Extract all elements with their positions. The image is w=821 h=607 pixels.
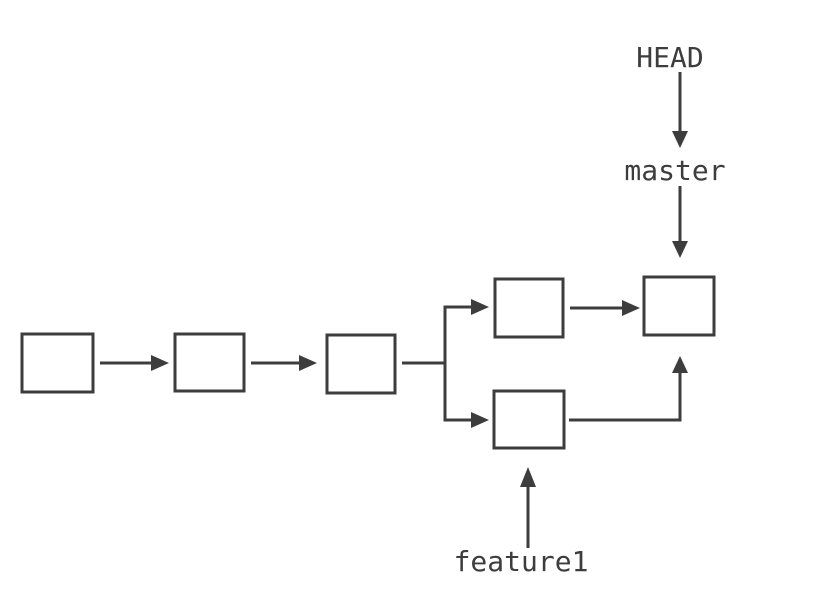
- commit-box-4-master-branch: [493, 277, 565, 339]
- commit-box-1: [20, 332, 95, 394]
- commit-box-6-merge: [642, 275, 716, 337]
- edge-branch-to-commit5-arrowhead-icon: [471, 412, 489, 428]
- edge-commit2-commit3-arrowhead-icon: [299, 355, 317, 371]
- edge-commit5-merge-elbow-line: [569, 373, 682, 422]
- edge-commit1-commit2-arrowhead-icon: [151, 355, 169, 371]
- commit-box-3: [325, 333, 397, 395]
- edge-commit5-merge-arrowhead-icon: [672, 356, 688, 373]
- branch-split-bracket-line: [443, 305, 471, 422]
- commit-box-2: [173, 332, 246, 393]
- edge-commit4-merge-arrowhead-icon: [622, 300, 640, 316]
- edge-head-master-arrowhead-icon: [672, 131, 688, 148]
- edge-feature1-commit5-arrowhead-icon: [520, 467, 536, 487]
- edge-master-commit6-arrowhead-icon: [672, 241, 688, 258]
- feature1-branch-label: feature1: [454, 545, 589, 578]
- head-ref-label: HEAD: [636, 41, 703, 74]
- master-branch-label: master: [624, 154, 725, 187]
- commit-box-5-feature1-branch: [492, 389, 566, 450]
- edge-branch-to-commit4-arrowhead-icon: [471, 299, 489, 315]
